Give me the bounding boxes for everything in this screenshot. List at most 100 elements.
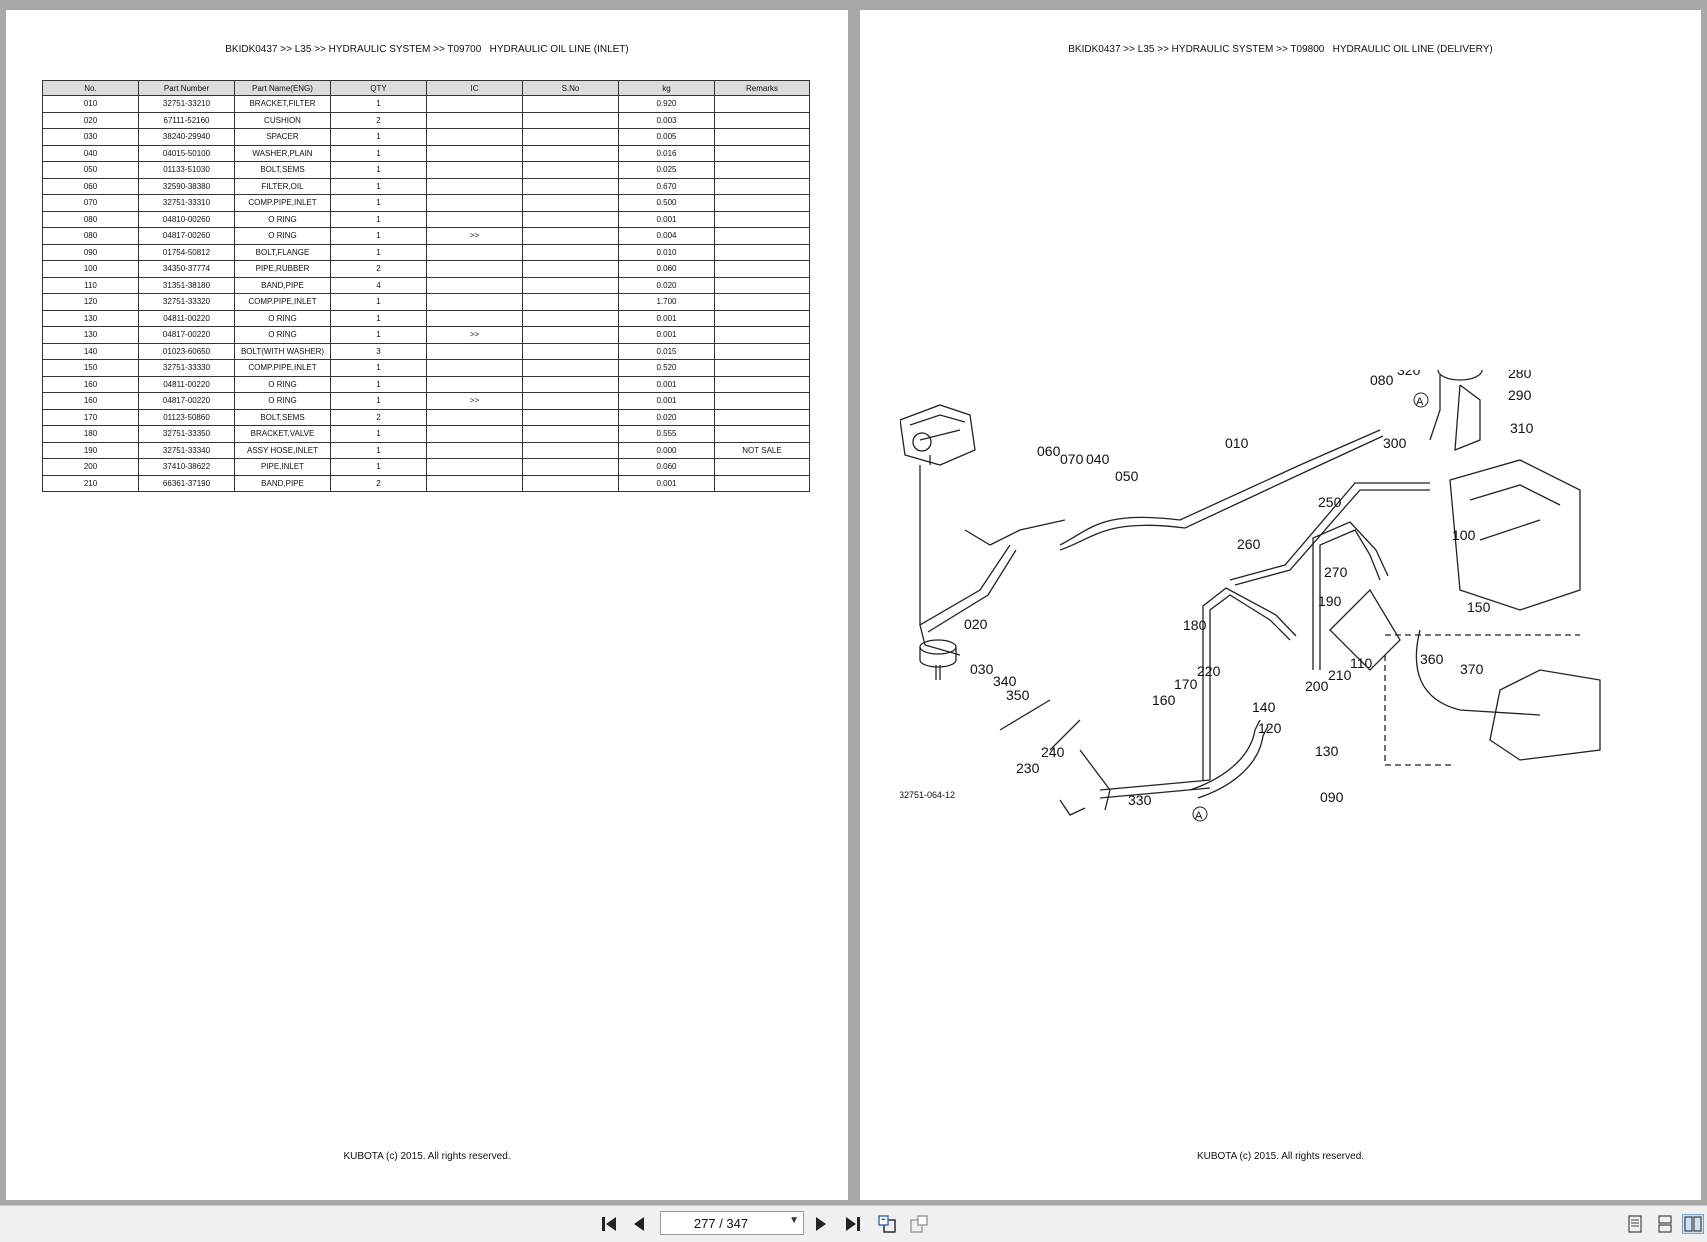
table-cell: 1: [330, 243, 427, 261]
table-cell: [522, 95, 619, 113]
table-cell: 0.520: [618, 359, 715, 377]
callout-label: 160: [1152, 692, 1176, 708]
previous-page-button[interactable]: [628, 1214, 650, 1234]
table-cell: 1: [330, 128, 427, 146]
left-page-footer: KUBOTA (c) 2015. All rights reserved.: [343, 1151, 511, 1162]
table-cell: 32751-33350: [138, 425, 235, 443]
table-cell: 04810-00260: [138, 210, 235, 228]
table-cell: 1: [330, 144, 427, 162]
callout-label: 150: [1467, 599, 1491, 615]
callout-label: 320: [1397, 370, 1421, 378]
table-cell: 1: [330, 441, 427, 459]
table-cell: 0.920: [618, 95, 715, 113]
table-cell: 01754-50812: [138, 243, 235, 261]
callout-label: 180: [1183, 617, 1207, 633]
table-cell: 210: [42, 474, 139, 492]
callout-label: 050: [1115, 468, 1139, 484]
table-cell: 04817-00220: [138, 392, 235, 410]
last-page-button[interactable]: [842, 1214, 864, 1234]
table-cell: [426, 458, 523, 476]
callout-label: 070: [1060, 451, 1084, 467]
table-cell: 1: [330, 458, 427, 476]
table-cell: 1: [330, 326, 427, 344]
continuous-view-button[interactable]: [1654, 1214, 1676, 1234]
table-cell: [426, 128, 523, 146]
callout-label: 040: [1086, 451, 1110, 467]
table-cell: ASSY HOSE,INLET: [234, 441, 331, 459]
go-back-view-button[interactable]: [876, 1214, 898, 1234]
table-cell: >>: [426, 227, 523, 245]
table-cell: 0.060: [618, 458, 715, 476]
table-cell: 0.555: [618, 425, 715, 443]
next-page-button[interactable]: [810, 1214, 832, 1234]
table-cell: 1: [330, 161, 427, 179]
table-cell: [714, 161, 810, 179]
table-cell: 0.001: [618, 474, 715, 492]
table-cell: [426, 210, 523, 228]
table-cell: [426, 474, 523, 492]
table-cell: 1.700: [618, 293, 715, 311]
table-cell: 150: [42, 359, 139, 377]
table-cell: 010: [42, 95, 139, 113]
ref-marker-circle: [1192, 806, 1208, 822]
ref-marker-circle: [1413, 392, 1429, 408]
table-cell: COMP.PIPE,INLET: [234, 359, 331, 377]
column-header: S.No: [522, 80, 619, 96]
callout-label: 350: [1006, 687, 1030, 703]
table-cell: 130: [42, 309, 139, 327]
first-page-button[interactable]: [598, 1214, 620, 1234]
right-page-footer: KUBOTA (c) 2015. All rights reserved.: [1196, 1151, 1365, 1162]
table-cell: 4: [330, 276, 427, 294]
table-cell: O RING: [234, 210, 331, 228]
page-number-field[interactable]: 277 / 347 ▼: [660, 1211, 804, 1235]
table-cell: 0.500: [618, 194, 715, 212]
table-cell: 04015-50100: [138, 144, 235, 162]
go-back-view-icon: [878, 1215, 896, 1233]
two-page-view-button[interactable]: [1682, 1214, 1704, 1234]
parts-table-header-row: No. Part Number Part Name(ENG) QTY IC S.…: [42, 80, 810, 96]
column-header: IC: [426, 80, 523, 96]
page-dropdown-icon[interactable]: ▼: [789, 1215, 799, 1226]
last-page-icon: [846, 1217, 860, 1231]
table-cell: [714, 276, 810, 294]
table-cell: 160: [42, 375, 139, 393]
callout-label: 060: [1037, 443, 1061, 459]
table-cell: [714, 177, 810, 195]
table-cell: 050: [42, 161, 139, 179]
go-forward-view-button[interactable]: [908, 1214, 930, 1234]
callout-label: 120: [1258, 720, 1282, 736]
callout-label: 100: [1452, 527, 1476, 543]
table-cell: 070: [42, 194, 139, 212]
table-cell: [714, 375, 810, 393]
table-cell: 1: [330, 425, 427, 443]
table-cell: COMP.PIPE,INLET: [234, 194, 331, 212]
table-cell: [522, 210, 619, 228]
callout-label: 260: [1237, 536, 1261, 552]
callout-label: 290: [1508, 387, 1532, 403]
table-cell: [522, 128, 619, 146]
callout-label: 230: [1016, 760, 1040, 776]
callout-label: 300: [1383, 435, 1407, 451]
table-cell: [714, 144, 810, 162]
table-cell: 140: [42, 342, 139, 360]
table-cell: BRACKET,FILTER: [234, 95, 331, 113]
table-cell: O RING: [234, 309, 331, 327]
table-cell: 32751-33310: [138, 194, 235, 212]
table-cell: 01023-60650: [138, 342, 235, 360]
table-cell: O RING: [234, 326, 331, 344]
table-cell: 04817-00220: [138, 326, 235, 344]
table-cell: 060: [42, 177, 139, 195]
table-cell: [522, 260, 619, 278]
table-cell: 160: [42, 392, 139, 410]
table-cell: [426, 111, 523, 129]
table-cell: 0.020: [618, 408, 715, 426]
left-page: BKIDK0437 >> L35 >> HYDRAULIC SYSTEM >> …: [6, 10, 848, 1200]
single-page-view-button[interactable]: [1624, 1214, 1646, 1234]
table-cell: [426, 342, 523, 360]
table-cell: [426, 95, 523, 113]
table-cell: [426, 408, 523, 426]
table-cell: [522, 177, 619, 195]
